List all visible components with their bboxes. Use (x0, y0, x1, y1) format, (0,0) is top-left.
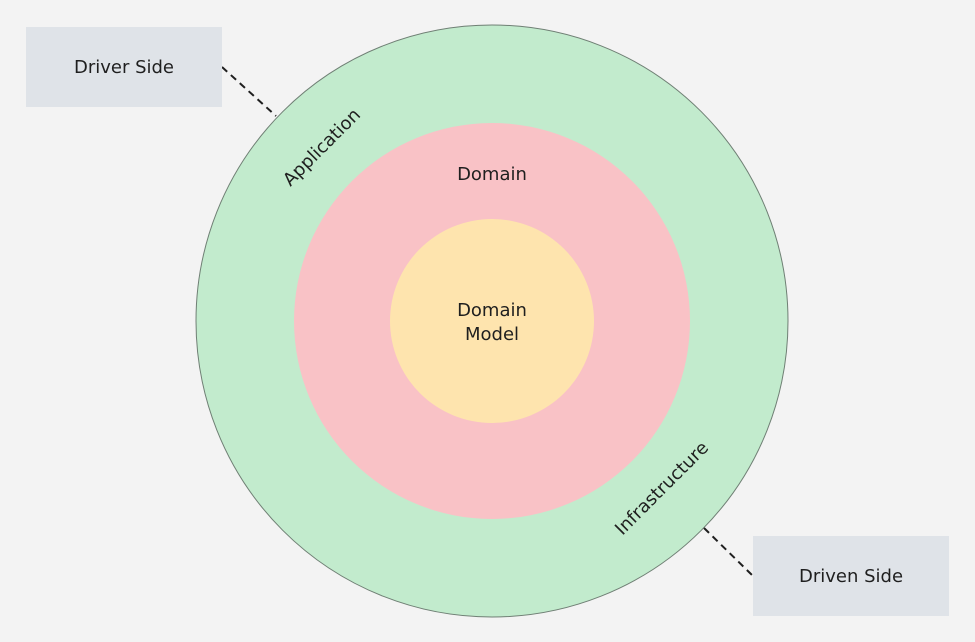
domain-label: Domain (457, 164, 527, 185)
domain-model-label-line2: Model (464, 324, 520, 345)
driven-connector-line (703, 527, 754, 577)
driver-connector-line (221, 66, 277, 117)
driver-side-label: Driver Side (73, 56, 175, 78)
domain-model-label-line1: Domain (457, 300, 527, 321)
driven-side-box: Driven Side (753, 536, 949, 616)
driver-side-box: Driver Side (26, 27, 222, 107)
domain-model-label: Domain Model (432, 299, 552, 347)
domain-model-core (390, 219, 594, 423)
driven-side-label: Driven Side (798, 565, 904, 587)
